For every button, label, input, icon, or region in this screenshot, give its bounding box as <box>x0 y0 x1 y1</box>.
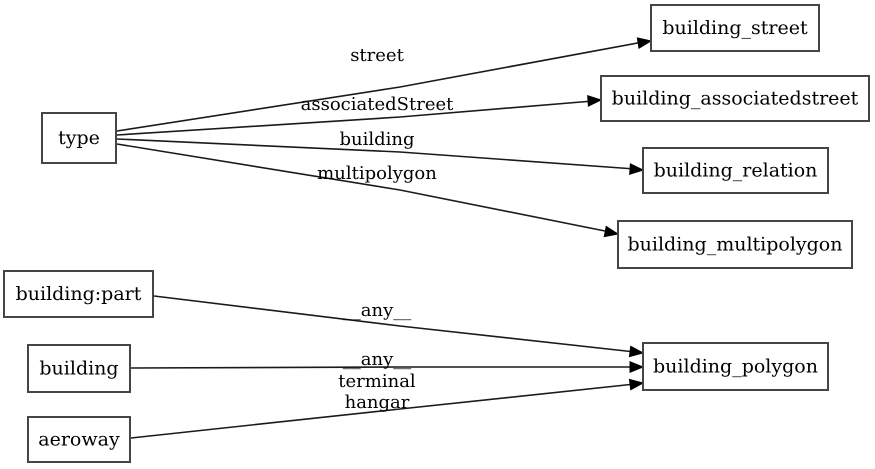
edge-type-multipolygon <box>116 143 620 238</box>
arrowhead-building-any <box>629 361 645 373</box>
node-label-building: building <box>39 358 118 380</box>
node-box-building[interactable] <box>27 344 131 393</box>
arrowhead-type-associatedstreet <box>587 95 603 107</box>
node-label-building_street: building_street <box>662 17 808 39</box>
arrowhead-part-any <box>628 345 645 358</box>
node-building[interactable]: building <box>27 344 131 393</box>
edge-label-type-multipolygon: multipolygon <box>317 163 437 184</box>
node-label-aeroway: aeroway <box>38 429 120 451</box>
edge-label-type-associatedstreet: associatedStreet <box>301 94 454 115</box>
edge-label-aeroway-terminal-hangar-1: hangar <box>345 392 410 413</box>
node-aeroway[interactable]: aeroway <box>27 416 131 463</box>
arrowhead-aeroway-terminal-hangar <box>628 378 645 391</box>
node-box-building_polygon[interactable] <box>642 342 829 391</box>
edge-part-any <box>153 295 645 358</box>
edge-type-associatedstreet <box>116 95 603 136</box>
edge-type-building <box>116 138 645 175</box>
edge-building-any <box>130 361 645 373</box>
edge-label-building-any: __any__ <box>343 349 412 370</box>
node-box-aeroway[interactable] <box>27 416 131 463</box>
edge-line-building-any <box>130 366 635 369</box>
node-building_multipolygon[interactable]: building_multipolygon <box>617 220 853 269</box>
edge-label-part-any: __any__ <box>343 300 412 321</box>
edge-line-aeroway-terminal-hangar <box>130 383 636 439</box>
node-label-building_associatedstreet: building_associatedstreet <box>612 88 859 110</box>
edge-aeroway-terminal-hangar <box>130 378 645 439</box>
edge-label-aeroway-terminal-hangar-0: terminal <box>338 371 416 392</box>
node-type[interactable]: type <box>41 112 117 164</box>
node-building_street[interactable]: building_street <box>650 4 820 52</box>
node-box-building_associatedstreet[interactable] <box>600 75 870 122</box>
nodes-layer: type building_street building_associatedst… <box>3 4 870 463</box>
arrowhead-type-street <box>636 37 653 49</box>
node-box-type[interactable] <box>41 112 117 164</box>
node-label-building_multipolygon: building_multipolygon <box>628 234 843 256</box>
edge-label-type-building: building <box>339 129 414 150</box>
node-box-building_multipolygon[interactable] <box>617 220 853 269</box>
edge-label-type-street: street <box>350 45 404 66</box>
edge-line-type-street <box>116 41 644 132</box>
edge-labels-layer: street associatedStreet building multipolyg… <box>301 45 454 413</box>
arrowhead-type-building <box>629 163 645 175</box>
node-building_relation[interactable]: building_relation <box>642 147 829 194</box>
node-building_associatedstreet[interactable]: building_associatedstreet <box>600 75 870 122</box>
edge-line-part-any <box>153 295 636 353</box>
node-box-building_street[interactable] <box>650 4 820 52</box>
node-label-building_polygon: building_polygon <box>653 356 818 378</box>
edge-type-street <box>116 37 653 132</box>
edges-layer <box>116 37 653 439</box>
node-building_polygon[interactable]: building_polygon <box>642 342 829 391</box>
edge-line-type-building <box>116 138 636 170</box>
node-box-building_part[interactable] <box>3 270 154 318</box>
node-label-building_relation: building_relation <box>654 160 818 182</box>
node-label-building_part: building:part <box>16 283 142 305</box>
node-label-type: type <box>58 127 100 149</box>
node-building_part[interactable]: building:part <box>3 270 154 318</box>
node-box-building_relation[interactable] <box>642 147 829 194</box>
edge-line-type-associatedstreet <box>116 100 594 136</box>
edge-line-type-multipolygon <box>116 143 611 233</box>
arrowhead-type-multipolygon <box>603 225 620 238</box>
